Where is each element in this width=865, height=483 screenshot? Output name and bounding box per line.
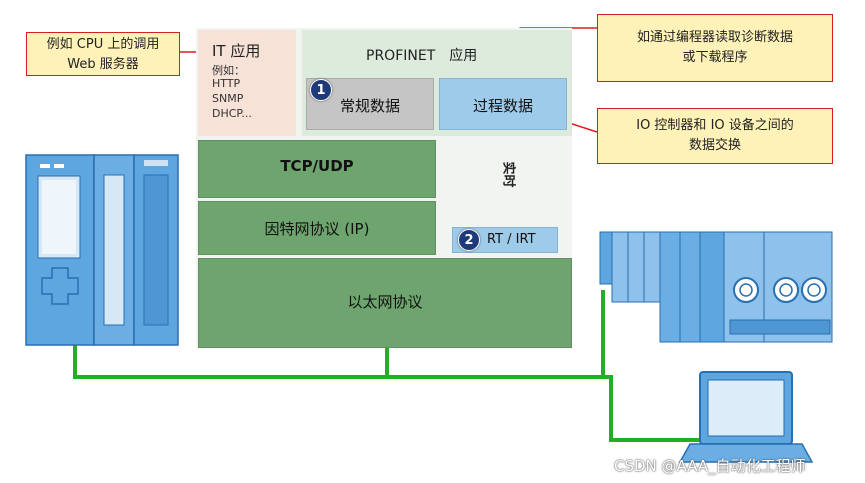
- it-application-title: IT 应用: [212, 42, 261, 60]
- it-application-box: [198, 30, 296, 136]
- badge-1: 1: [310, 79, 332, 101]
- laptop-programmer: [678, 371, 814, 463]
- realtime-arrow-label: 实时: [500, 161, 516, 188]
- network-cables: [73, 290, 700, 442]
- watermark: CSDN @AAA_自动化工程师: [614, 457, 806, 475]
- programmer-callout-line1: 如通过编程器读取诊断数据: [636, 30, 793, 45]
- normal-data-label: 常规数据: [339, 97, 400, 115]
- io-exchange-callout-line2: 数据交换: [688, 138, 741, 153]
- tcp-udp-label: TCP/UDP: [280, 157, 354, 175]
- ip-label: 因特网协议 (IP): [264, 220, 370, 238]
- profinet-application-title: PROFINET 应用: [366, 48, 478, 64]
- plc-device: [25, 154, 179, 346]
- process-data-label: 过程数据: [472, 97, 533, 115]
- it-item-snmp: SNMP: [212, 92, 244, 105]
- it-example-callout: 例如 CPU 上的调用 Web 服务器: [26, 32, 180, 76]
- badge-2: 2: [458, 229, 480, 251]
- ethernet-label: 以太网协议: [347, 293, 423, 311]
- it-example-label: 例如：: [212, 64, 245, 77]
- ethernet-layer: 以太网协议: [198, 258, 572, 348]
- tcp-udp-layer: TCP/UDP: [198, 140, 436, 198]
- programmer-callout: 如通过编程器读取诊断数据 或下载程序: [597, 14, 833, 82]
- ip-layer: 因特网协议 (IP): [198, 201, 436, 255]
- it-example-callout-line1: 例如 CPU 上的调用: [46, 37, 160, 52]
- programmer-callout-line2: 或下载程序: [682, 50, 748, 65]
- io-exchange-callout: IO 控制器和 IO 设备之间的 数据交换: [597, 108, 833, 164]
- rt-irt-label: RT / IRT: [487, 232, 536, 247]
- it-item-http: HTTP: [212, 77, 241, 90]
- process-data-box: 过程数据: [439, 78, 567, 130]
- io-exchange-callout-line1: IO 控制器和 IO 设备之间的: [636, 118, 794, 133]
- io-device: [599, 231, 833, 343]
- it-item-dhcp: DHCP...: [212, 107, 252, 120]
- it-example-callout-line2: Web 服务器: [67, 57, 139, 72]
